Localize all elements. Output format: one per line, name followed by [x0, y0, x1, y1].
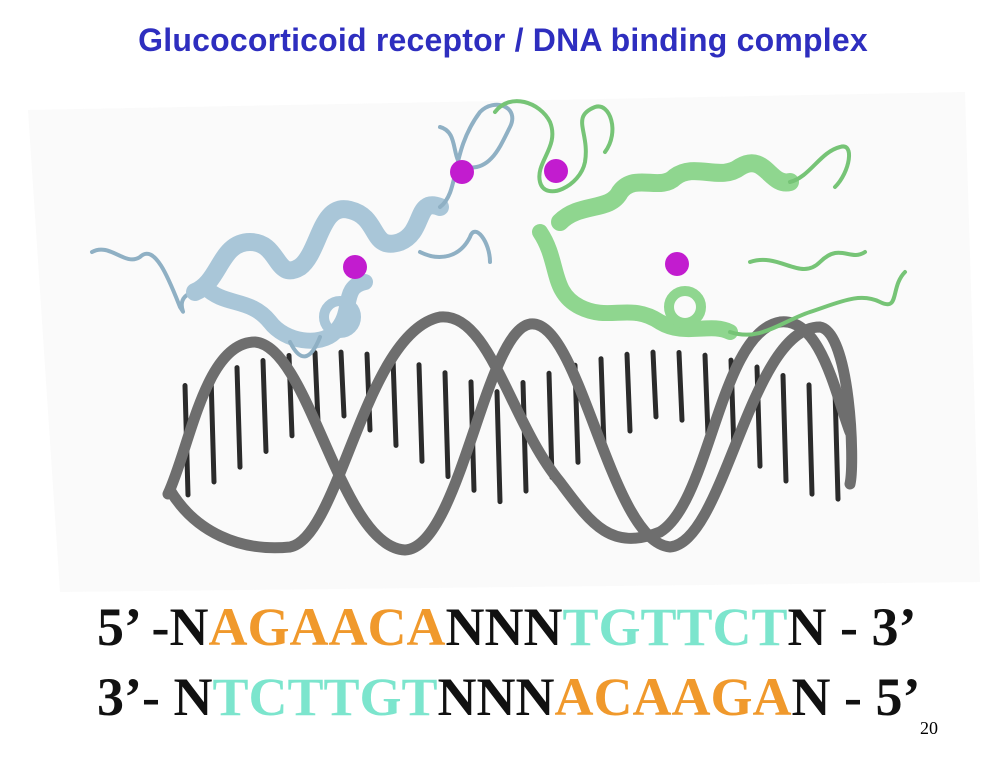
protein-ribbon-right-icon	[493, 99, 907, 340]
dna-base-pair	[260, 358, 269, 454]
dna-base-pair	[312, 350, 321, 424]
dna-base-pair	[598, 356, 607, 449]
sequence-segment-plain: N - 3’	[787, 597, 917, 657]
page-number: 20	[920, 718, 938, 738]
sequence-segment-teal: TCTTGT	[212, 667, 438, 727]
dna-base-pair	[546, 370, 555, 480]
dna-base-pair	[806, 382, 815, 497]
sequence-segment-orange: ACAAGA	[554, 667, 792, 727]
sequence-segment-plain: NNN	[445, 597, 563, 657]
zinc-ions	[343, 159, 689, 279]
dna-base-pair	[234, 365, 243, 470]
dna-base-pair	[416, 362, 425, 464]
dna-base-pair	[208, 373, 217, 485]
slide-title: Glucocorticoid receptor / DNA binding co…	[138, 22, 868, 58]
dna-base-pair	[650, 349, 659, 420]
dna-double-helix-icon	[162, 311, 858, 556]
sequence-segment-plain: 3’- N	[97, 667, 213, 727]
dna-base-pair	[832, 386, 841, 502]
dna-base-pair	[624, 351, 633, 434]
zinc-ion-icon	[544, 159, 568, 183]
dna-base-pair	[338, 349, 347, 419]
sequence-segment-plain: 5’ -N	[97, 597, 209, 657]
sequence-bottom-strand: 3’- NTCTTGTNNNACAAGAN - 5’	[97, 670, 921, 724]
sequence-segment-teal: TGTTCT	[562, 597, 788, 657]
dna-base-pair	[676, 349, 685, 423]
dna-base-pair	[494, 389, 503, 505]
sequence-segment-orange: AGAACA	[208, 597, 446, 657]
dna-base-pair	[442, 370, 451, 479]
sequence-segment-plain: NNN	[437, 667, 555, 727]
protein-ribbon-left-icon	[90, 102, 515, 359]
sequence-top-strand: 5’ -NAGAACANNNTGTTCTN - 3’	[97, 600, 917, 654]
dna-base-pair	[390, 355, 399, 448]
zinc-ion-icon	[665, 252, 689, 276]
zinc-ion-icon	[343, 255, 367, 279]
dna-backbone-strand-1	[162, 318, 858, 556]
dna-backbone-strand-2	[164, 311, 856, 554]
protein-dna-figure	[28, 92, 980, 592]
dna-base-pair	[702, 352, 711, 438]
dna-base-pair	[780, 372, 789, 484]
sequence-segment-plain: N - 5’	[791, 667, 921, 727]
zinc-ion-icon	[450, 160, 474, 184]
